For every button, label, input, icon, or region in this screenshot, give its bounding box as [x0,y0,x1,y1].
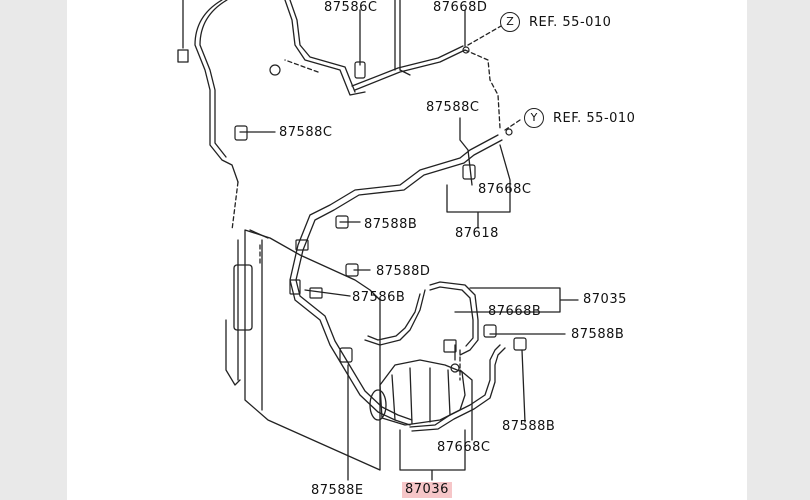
receiver [225,319,241,386]
part-87586b[interactable]: 87586B [352,290,406,305]
part-87586c[interactable]: 87586C [324,0,378,15]
part-87588b-mid[interactable]: 87588B [364,217,418,232]
part-87036-highlighted[interactable]: 87036 [402,482,452,498]
fittings [234,46,527,373]
part-87618[interactable]: 87618 [455,226,499,241]
upper-tube-a2 [199,0,228,158]
part-87588b-right[interactable]: 87588B [571,327,625,342]
ref-y-marker[interactable]: Y [524,108,544,128]
tube-87035 [429,281,479,356]
part-87668c-top[interactable]: 87668C [478,182,532,197]
part-87668d[interactable]: 87668D [433,0,488,15]
part-87035[interactable]: 87035 [583,292,627,307]
condenser [244,229,381,471]
tube-87618-b [295,139,503,421]
upper-tube-c [399,0,411,76]
diagram-sheet [67,0,747,500]
upper-tube-left [177,0,189,63]
part-87668b[interactable]: 87668B [488,304,542,319]
part-87588c-top[interactable]: 87588C [426,100,480,115]
tube-left-branch [364,289,426,346]
ref-z-marker[interactable]: Z [500,12,520,32]
tube-87618 [289,134,499,426]
compressor-body [379,359,466,426]
part-87588e[interactable]: 87588E [311,483,364,498]
part-87668c-low[interactable]: 87668C [437,440,491,455]
suction-top [354,49,466,91]
part-87588d[interactable]: 87588D [376,264,431,279]
part-87588b-low[interactable]: 87588B [502,419,556,434]
tube-87035-low [409,344,506,432]
leaders [239,0,579,481]
upper-tube-b2 [289,0,356,93]
part-87588c-left[interactable]: 87588C [279,125,333,140]
upper-tube-b [284,0,366,96]
suction-top2 [351,45,464,87]
ref-z-label[interactable]: REF. 55-010 [529,15,612,30]
upper-tube-a [194,0,239,183]
ref-y-label[interactable]: REF. 55-010 [553,111,636,126]
